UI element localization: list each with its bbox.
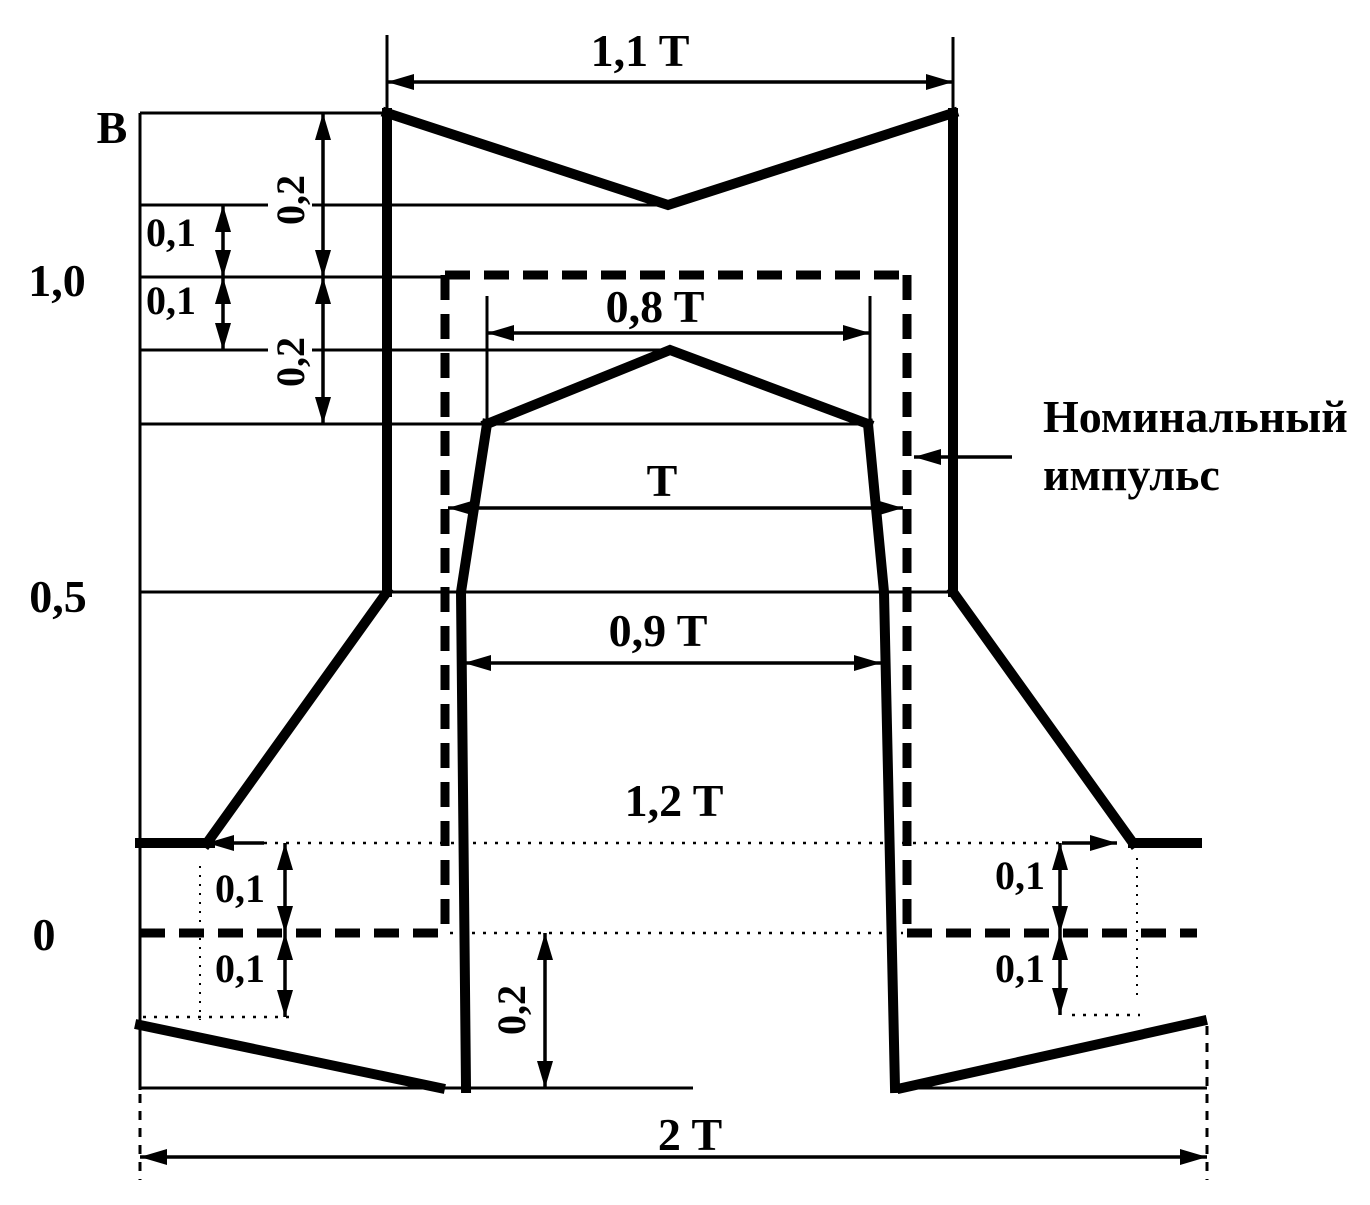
dim-label-2t: 2 T [658, 1109, 722, 1160]
tol-label-0-2-top: 0,2 [268, 175, 313, 225]
tol-label-0-1-bl-up: 0,1 [215, 866, 265, 911]
tol-label-0-1-br-up: 0,1 [995, 853, 1045, 898]
label-backing [268, 326, 312, 404]
tol-label-0-2-bottom: 0,2 [489, 985, 534, 1035]
axis-amplitude-label: В [97, 102, 128, 153]
annotation-nominal-pulse-line2: импульс [1043, 449, 1220, 500]
lower-right-slope [896, 1015, 1208, 1094]
nominal-pulse-outline [440, 270, 912, 929]
dim-label-1-2t: 1,2 T [625, 775, 724, 826]
dimension-arrows [140, 74, 1207, 1165]
inner-peak [480, 344, 875, 431]
outer-left-slope [200, 585, 394, 850]
axis-tick-0: 0 [33, 909, 56, 960]
dim-label-1-1t: 1,1 T [591, 25, 690, 76]
inner-right-wall [862, 418, 901, 1094]
tol-label-0-1-bl-down: 0,1 [215, 946, 265, 991]
inner-tolerance-mask [455, 344, 901, 1094]
outer-right-slope [946, 585, 1140, 850]
tol-label-0-1-lower: 0,1 [146, 278, 196, 323]
outer-tolerance-mask [134, 106, 1208, 1094]
tol-label-0-1-br-down: 0,1 [995, 946, 1045, 991]
dim-label-0-8t: 0,8 T [606, 281, 705, 332]
tol-label-0-1-upper: 0,1 [146, 210, 196, 255]
dim-label-t: T [647, 455, 678, 506]
label-backing [268, 166, 312, 244]
lower-left-slope [134, 1019, 446, 1094]
outer-top-notch [380, 106, 960, 211]
labels: В 1,0 0,5 0 1,1 T 0,8 T T 0,9 T 1,2 T 2 … [28, 25, 1347, 1160]
axis-tick-0-5: 0,5 [29, 571, 87, 622]
inner-left-wall [455, 418, 493, 1094]
dim-label-0-9t: 0,9 T [609, 605, 708, 656]
tol-label-0-2-mid: 0,2 [268, 337, 313, 387]
axis-tick-1-0: 1,0 [28, 255, 86, 306]
annotation-nominal-pulse-line1: Номинальный [1043, 391, 1348, 442]
